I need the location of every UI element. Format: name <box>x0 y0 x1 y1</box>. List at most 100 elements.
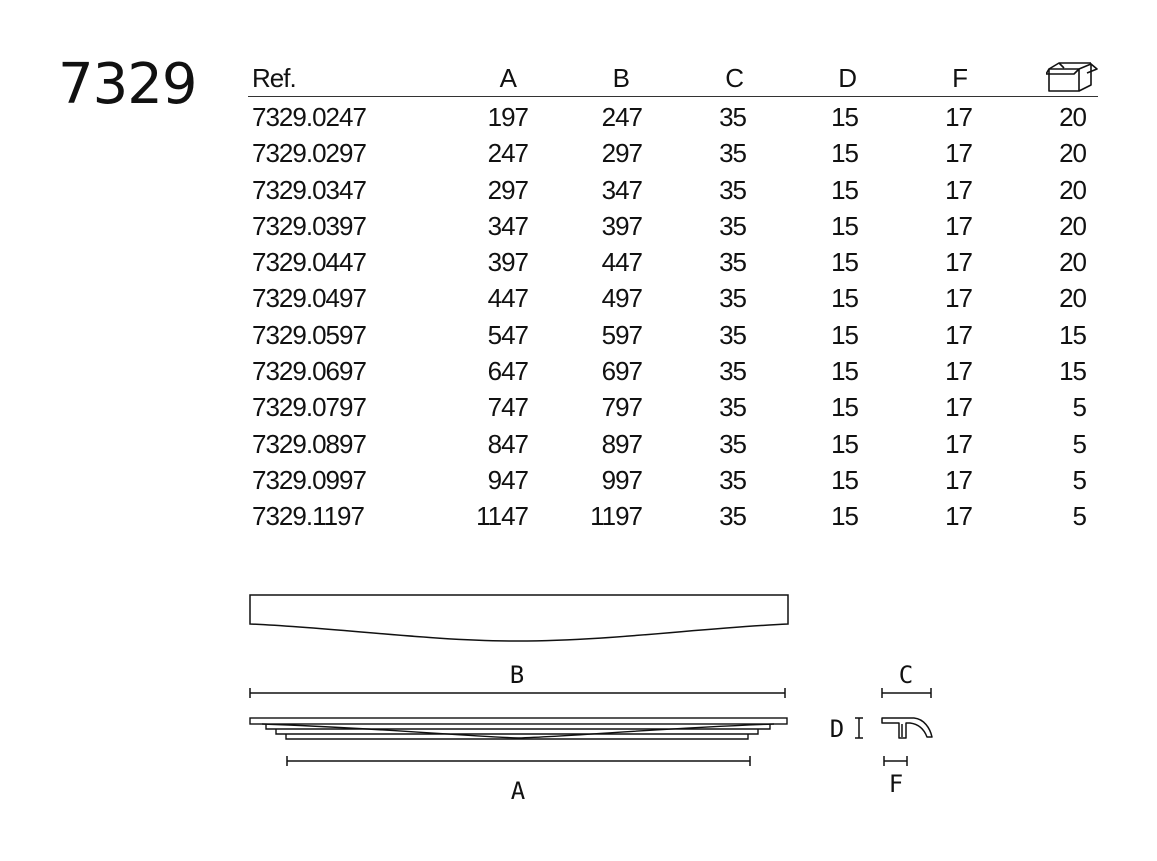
cell-c: 35 <box>719 319 747 350</box>
dimension-a-line <box>286 756 751 766</box>
header-b: B <box>612 63 630 93</box>
cell-ref: 7329.0397 <box>252 210 367 241</box>
cell-c: 35 <box>719 210 747 241</box>
cell-ref: 7329.1197 <box>252 501 365 532</box>
cell-f: 17 <box>945 319 973 350</box>
cell-f: 17 <box>945 283 973 314</box>
cell-qty: 20 <box>1059 174 1087 205</box>
cell-d: 15 <box>831 210 859 241</box>
cell-ref: 7329.0597 <box>252 319 367 350</box>
dimension-a-label: A <box>511 777 526 805</box>
cell-a: 297 <box>487 174 529 205</box>
handle-top-view <box>249 594 789 642</box>
dimension-d-line <box>855 717 863 739</box>
cell-qty: 15 <box>1059 356 1087 387</box>
cell-b: 797 <box>601 392 643 423</box>
cell-c: 35 <box>719 428 747 459</box>
cell-f: 17 <box>945 356 973 387</box>
cell-c: 35 <box>719 464 747 495</box>
cell-a: 847 <box>487 428 529 459</box>
cell-f: 17 <box>945 464 973 495</box>
cell-f: 17 <box>945 174 973 205</box>
cell-b: 447 <box>601 247 643 278</box>
cell-d: 15 <box>831 138 859 169</box>
header-d: D <box>838 63 857 93</box>
cell-ref: 7329.0897 <box>252 428 367 459</box>
cell-b: 697 <box>601 356 643 387</box>
cell-d: 15 <box>831 102 859 132</box>
cell-c: 35 <box>719 501 747 532</box>
cell-ref: 7329.0247 <box>252 102 367 132</box>
cell-b: 297 <box>601 138 643 169</box>
cell-qty: 15 <box>1059 319 1087 350</box>
cell-b: 997 <box>601 464 643 495</box>
header-a: A <box>499 63 517 93</box>
cell-a: 197 <box>487 102 529 132</box>
cell-ref: 7329.0347 <box>252 174 367 205</box>
cell-d: 15 <box>831 428 859 459</box>
table-row: 7329.0247 197 247 35 15 17 20 <box>248 99 1098 135</box>
cell-c: 35 <box>719 283 747 314</box>
dimension-b-label: B <box>510 661 524 689</box>
dimension-f-line <box>883 756 908 766</box>
cell-f: 17 <box>945 428 973 459</box>
cell-a: 547 <box>487 319 529 350</box>
cell-b: 397 <box>601 210 643 241</box>
cell-d: 15 <box>831 174 859 205</box>
cell-d: 15 <box>831 392 859 423</box>
cell-f: 17 <box>945 102 973 132</box>
table-row: 7329.0347 297 347 35 15 17 20 <box>248 172 1098 208</box>
cell-c: 35 <box>719 102 747 132</box>
cell-b: 347 <box>601 174 643 205</box>
cell-ref: 7329.0447 <box>252 247 367 278</box>
cell-c: 35 <box>719 247 747 278</box>
cell-ref: 7329.0997 <box>252 464 367 495</box>
header-c: C <box>725 63 744 93</box>
cell-d: 15 <box>831 356 859 387</box>
cell-a: 247 <box>487 138 529 169</box>
cell-a: 1147 <box>476 501 529 532</box>
cell-f: 17 <box>945 392 973 423</box>
cell-c: 35 <box>719 174 747 205</box>
cell-c: 35 <box>719 392 747 423</box>
cell-d: 15 <box>831 247 859 278</box>
cell-qty: 5 <box>1072 392 1088 423</box>
cell-qty: 5 <box>1072 428 1088 459</box>
model-number: 7329 <box>58 52 198 117</box>
cell-c: 35 <box>719 138 747 169</box>
table-row: 7329.0697 647 697 35 15 17 15 <box>248 353 1098 389</box>
cell-qty: 20 <box>1059 283 1087 314</box>
cell-ref: 7329.0297 <box>252 138 367 169</box>
cell-a: 447 <box>487 283 529 314</box>
cell-b: 497 <box>601 283 643 314</box>
dimension-c-line <box>881 688 932 698</box>
table-header: Ref. A B C D F <box>248 60 1098 97</box>
cell-a: 647 <box>487 356 529 387</box>
cell-a: 347 <box>487 210 529 241</box>
cell-qty: 20 <box>1059 210 1087 241</box>
handle-side-view <box>249 717 788 740</box>
cell-b: 1197 <box>590 501 643 532</box>
cell-a: 747 <box>487 392 529 423</box>
cell-ref: 7329.0697 <box>252 356 367 387</box>
cell-qty: 20 <box>1059 247 1087 278</box>
dimension-b-line <box>249 688 786 698</box>
cell-b: 247 <box>601 102 643 132</box>
cell-qty: 20 <box>1059 102 1087 132</box>
cell-d: 15 <box>831 501 859 532</box>
cell-c: 35 <box>719 356 747 387</box>
header-f: F <box>952 63 968 93</box>
cell-f: 17 <box>945 501 973 532</box>
handle-profile <box>881 717 933 739</box>
header-ref: Ref. <box>252 63 297 93</box>
